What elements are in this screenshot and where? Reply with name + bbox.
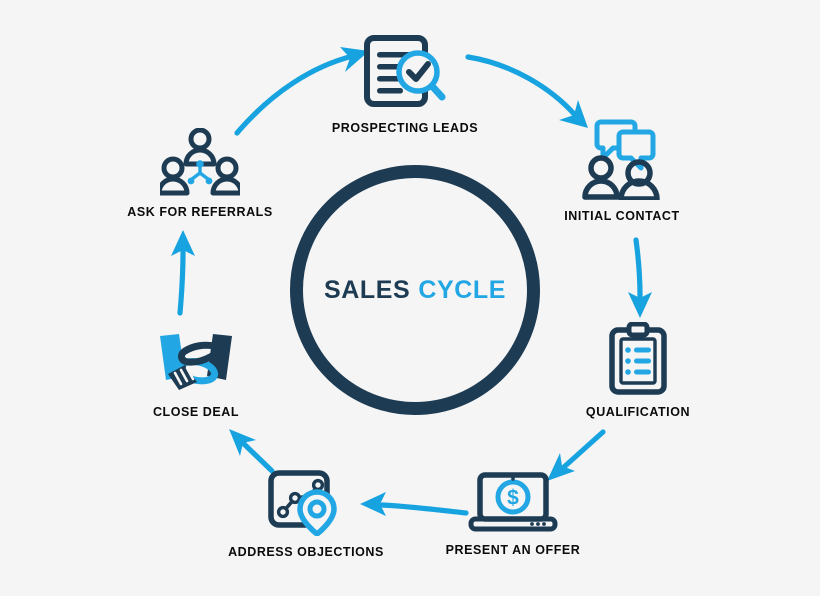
step-label-present-an-offer: PRESENT AN OFFER <box>445 543 581 557</box>
step-address-objections[interactable]: ADDRESS OBJECTIONS <box>186 470 426 559</box>
step-initial-contact[interactable]: INITIAL CONTACT <box>502 118 742 223</box>
laptop-dollar-icon: $ <box>468 472 558 534</box>
document-magnifier-check-icon <box>362 34 448 112</box>
step-present-an-offer[interactable]: $ PRESENT AN OFFER <box>393 472 633 557</box>
step-label-close-deal: CLOSE DEAL <box>152 405 240 419</box>
arrow-contact-to-qualification <box>628 237 652 318</box>
step-qualification[interactable]: QUALIFICATION <box>518 321 758 419</box>
center-title-primary: SALES <box>323 275 411 304</box>
step-label-qualification: QUALIFICATION <box>585 405 691 419</box>
arrow-referrals-to-prospecting <box>234 47 369 136</box>
step-label-ask-for-referrals: ASK FOR REFERRALS <box>127 205 273 219</box>
step-close-deal[interactable]: CLOSE DEAL <box>76 324 316 419</box>
arrow-objections-to-close <box>229 429 275 474</box>
step-label-initial-contact: INITIAL CONTACT <box>564 209 680 223</box>
map-route-pin-icon <box>268 470 344 537</box>
step-prospecting-leads[interactable]: PROSPECTING LEADS <box>285 34 525 135</box>
arrow-prospecting-to-contact <box>465 54 588 128</box>
svg-text:$: $ <box>507 487 519 510</box>
step-label-address-objections: ADDRESS OBJECTIONS <box>228 545 384 559</box>
arrow-qualification-to-offer <box>547 429 606 481</box>
three-people-network-icon <box>156 127 244 196</box>
arrow-close-to-referrals <box>171 230 195 316</box>
step-ask-for-referrals[interactable]: ASK FOR REFERRALS <box>80 127 320 219</box>
two-people-speech-bubbles-icon <box>579 118 665 202</box>
clipboard-checklist-icon <box>608 321 668 396</box>
center-title-secondary: CYCLE <box>418 275 507 304</box>
step-label-prospecting-leads: PROSPECTING LEADS <box>331 121 479 135</box>
arrow-offer-to-objections <box>360 492 469 516</box>
handshake-icon <box>157 324 235 396</box>
